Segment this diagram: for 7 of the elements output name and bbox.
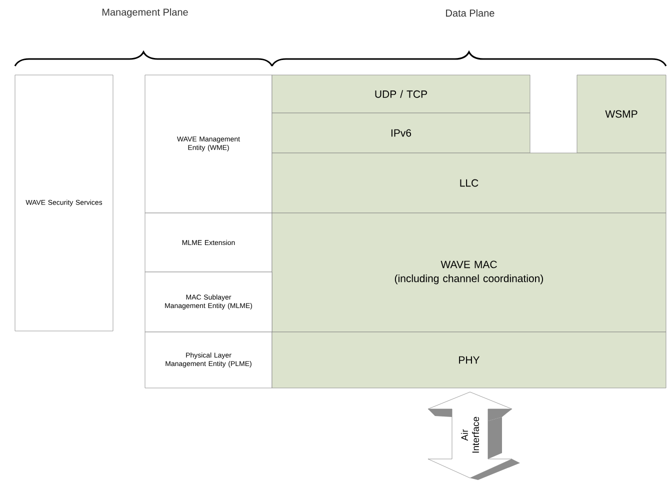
layer-box: PHY	[272, 332, 666, 388]
node-label: Air Interface	[461, 416, 479, 453]
plane-label: Management Plane	[102, 8, 188, 18]
layer-box: IPv6	[272, 112, 530, 154]
plane-label: Data Plane	[446, 9, 494, 17]
layer-box: WSMP	[576, 74, 666, 154]
layer-box: UDP / TCP	[272, 74, 530, 114]
